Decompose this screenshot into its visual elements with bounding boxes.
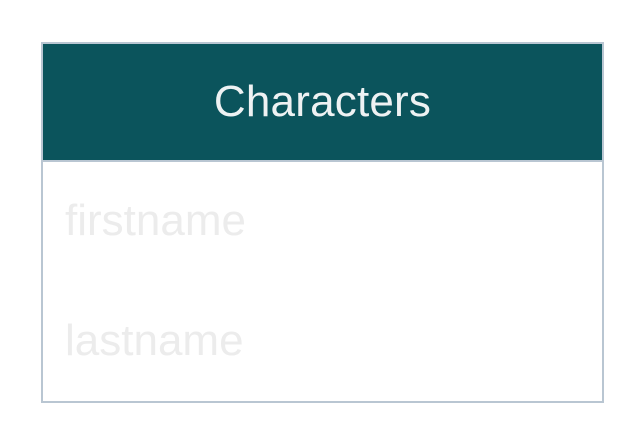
entity-header: Characters xyxy=(43,44,602,162)
field-lastname: lastname xyxy=(65,316,244,365)
entity-box-characters: Characters firstname lastname xyxy=(41,42,604,403)
entity-title: Characters xyxy=(213,77,432,126)
entity-fields: firstname lastname xyxy=(43,162,602,401)
field-firstname: firstname xyxy=(65,196,246,245)
